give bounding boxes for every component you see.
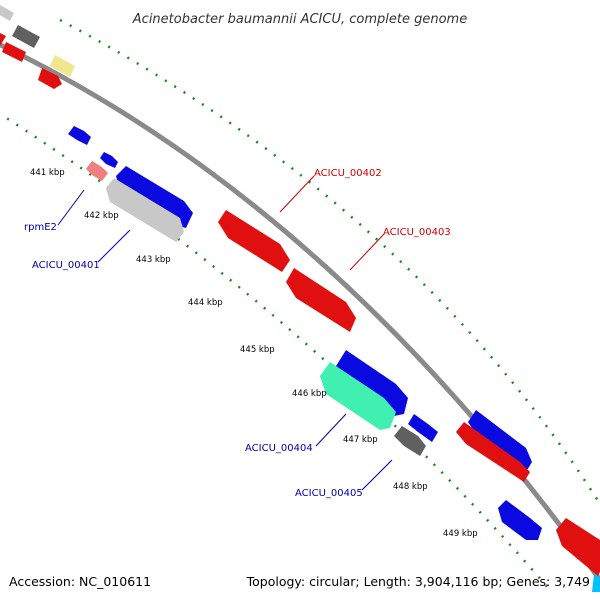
leader-ACICU_00404	[315, 413, 347, 447]
tick-label: 447 kbp	[343, 435, 378, 445]
gene-pseudo[interactable]	[106, 178, 184, 242]
backbone-circle	[0, 42, 600, 582]
tick-label: 445 kbp	[240, 345, 275, 355]
gene-ACICU_00404[interactable]	[320, 362, 396, 430]
gene-arrow[interactable]	[2, 42, 26, 62]
gene-label-ACICU_00402[interactable]: ACICU_00402	[314, 168, 382, 179]
gene-arrow[interactable]	[456, 422, 530, 482]
gene-label-ACICU_00403[interactable]: ACICU_00403	[383, 227, 451, 238]
gene-labels: rpmE2 ACICU_00401 ACICU_00402 ACICU_0040…	[24, 168, 451, 499]
gene-ACICU_00402[interactable]	[218, 210, 290, 272]
accession-text: Accession: NC_010611	[9, 574, 151, 589]
leader-rpmE2	[57, 189, 85, 226]
gene-arrow[interactable]	[498, 500, 542, 540]
tick-label: 446 kbp	[292, 389, 327, 399]
gene-arrow[interactable]	[12, 25, 40, 48]
map-title: Acinetobacter baumannii ACICU, complete …	[132, 12, 467, 27]
gene-arrow[interactable]	[100, 152, 118, 168]
gene-ACICU_00403[interactable]	[286, 268, 356, 332]
gene-arrow[interactable]	[0, 5, 14, 21]
gene-label-rpmE2[interactable]: rpmE2	[24, 222, 57, 233]
gene-ACICU_00405[interactable]	[394, 426, 426, 456]
leader-ACICU_00405	[361, 459, 393, 491]
gene-arrow[interactable]	[38, 68, 62, 89]
tick-label: 442 kbp	[84, 211, 119, 221]
leader-ACICU_00401	[97, 229, 131, 263]
gene-arrow[interactable]	[468, 410, 532, 472]
gene-arrow[interactable]	[556, 518, 600, 576]
gene-long-forward[interactable]	[116, 166, 193, 228]
tick-label: 444 kbp	[188, 298, 223, 308]
leader-ACICU_00403	[349, 233, 385, 271]
genes	[0, 5, 600, 592]
tick-label: 449 kbp	[443, 529, 478, 539]
gene-rpmE2[interactable]	[86, 161, 108, 181]
leader-ACICU_00402	[279, 175, 315, 213]
tick-label: 441 kbp	[30, 168, 65, 178]
tick-labels: 441 kbp 442 kbp 443 kbp 444 kbp 445 kbp …	[30, 168, 478, 539]
topology-text: Topology: circular; Length: 3,904,116 bp…	[246, 574, 590, 589]
gene-arrow[interactable]	[408, 414, 438, 442]
gene-arrow[interactable]	[50, 55, 75, 77]
tick-label: 443 kbp	[136, 255, 171, 265]
gene-arrow[interactable]	[0, 33, 6, 46]
label-leaders	[57, 175, 393, 491]
gene-label-ACICU_00401[interactable]: ACICU_00401	[32, 260, 100, 271]
tick-circles	[0, 18, 600, 591]
gene-arrow[interactable]	[68, 126, 91, 145]
gene-label-ACICU_00404[interactable]: ACICU_00404	[245, 443, 313, 454]
gene-arrow[interactable]	[592, 574, 600, 592]
tick-label: 448 kbp	[393, 482, 428, 492]
gene-arrow[interactable]	[336, 350, 408, 416]
gene-label-ACICU_00405[interactable]: ACICU_00405	[295, 488, 363, 499]
tick-circle-inner	[0, 112, 551, 591]
